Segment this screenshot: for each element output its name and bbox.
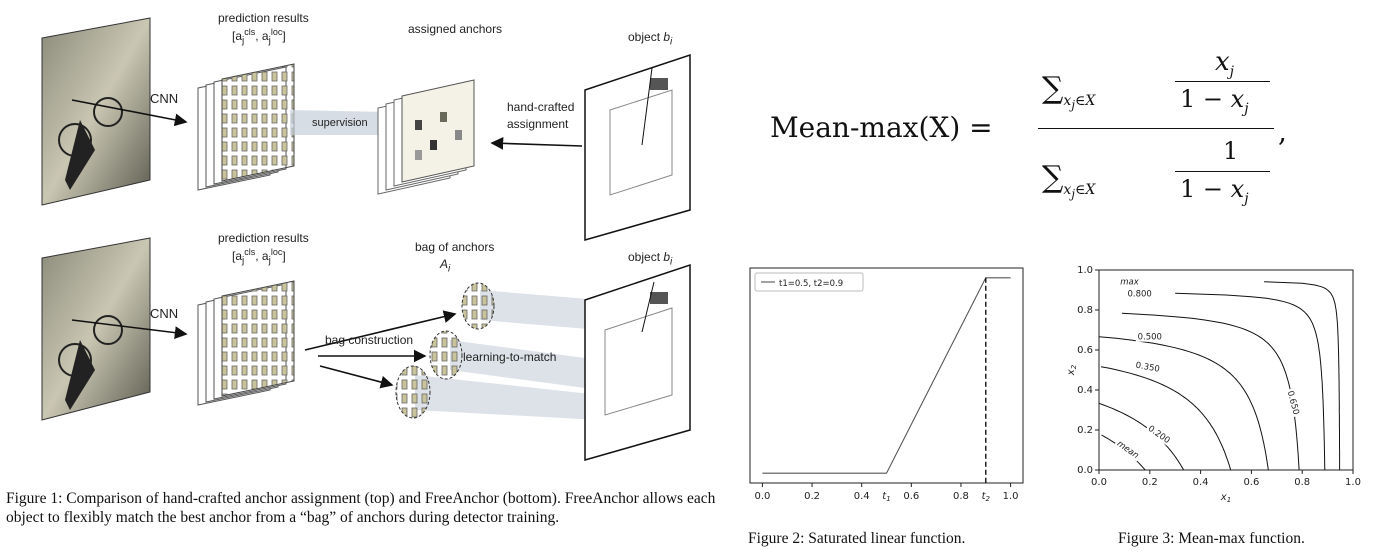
x-tick-label: 0.4 xyxy=(854,491,870,502)
bag-projection-1 xyxy=(480,290,600,330)
formula-den-frac-bottom: 1 − xj xyxy=(1180,175,1249,207)
y-axis-label: x2 xyxy=(1066,364,1078,376)
x-tick-label: 1.0 xyxy=(1345,477,1361,488)
contour-line xyxy=(1264,281,1341,470)
contour-label-bg xyxy=(1145,422,1174,447)
figure-2-caption: Figure 2: Saturated linear function. xyxy=(748,530,966,547)
contour-label: 0.200 xyxy=(1146,424,1172,446)
anchor-bags xyxy=(395,282,495,419)
x-axis-label: x1 xyxy=(1220,492,1231,503)
top-input-image xyxy=(41,17,151,206)
supervision-band xyxy=(290,110,385,135)
bag-arrow-1 xyxy=(304,310,457,351)
contour-label-bg xyxy=(1113,437,1143,462)
contour-label: 0.650 xyxy=(1285,390,1301,416)
legend-box xyxy=(754,272,864,292)
x-tick-label: 0.8 xyxy=(1294,477,1310,488)
t1-tick-label: t1 xyxy=(882,491,890,503)
formula-lhs: Mean-max(X) = xyxy=(770,111,993,144)
figure-3-caption: Figure 3: Mean-max function. xyxy=(1118,530,1305,547)
saturated-linear-chart: 0.00.20.40.60.81.0t1t2xt1=0.5, t2=0.9 xyxy=(749,267,1024,503)
formula-fraction-bar xyxy=(1038,128,1274,129)
x-tick-label: 0.0 xyxy=(754,491,770,502)
supervision-label: supervision xyxy=(312,117,368,129)
contour-label-bg xyxy=(1285,387,1303,418)
figure-1-diagram xyxy=(41,17,691,461)
contour-label: 0.500 xyxy=(1138,333,1162,343)
top-cnn-label: CNN xyxy=(150,91,179,106)
y-tick-label: 0.4 xyxy=(1077,385,1093,396)
contour-line xyxy=(1100,366,1232,471)
handcrafted-label-line2: assignment xyxy=(507,117,569,131)
bottom-input-image xyxy=(41,237,151,421)
contour-label: max xyxy=(1120,278,1139,288)
handcrafted-label-line1: hand-crafted xyxy=(507,100,575,114)
formula-num-sum: ∑xj∈X xyxy=(1042,71,1096,112)
legend-label: t1=0.5, t2=0.9 xyxy=(779,279,843,289)
contour-label-bg xyxy=(1125,288,1154,299)
bag-symbol-label: Ai xyxy=(440,257,451,275)
bottom-cnn-arrow xyxy=(71,319,188,339)
formula-trailing-comma: , xyxy=(1278,115,1287,148)
formula-den-sum: ∑xj∈X xyxy=(1042,160,1096,201)
top-assignment-arrow xyxy=(490,136,583,150)
y-tick-label: 0.2 xyxy=(1077,425,1093,436)
plot-frame xyxy=(749,267,1024,484)
top-prediction-title: prediction results xyxy=(218,11,309,25)
contour-label-bg xyxy=(1133,359,1163,375)
figure-1-caption: Figure 1: Comparison of hand-crafted anc… xyxy=(6,490,716,526)
formula-num-frac-bottom: 1 − xj xyxy=(1180,85,1249,117)
contour-label-bg xyxy=(1115,276,1144,287)
x-tick-label: 0.6 xyxy=(903,491,919,502)
mean-max-contour-chart: 0.0 0.2 0.4 0.6 0.8 1.0 0.0 0.2 0.4 0.6 0.8 1.0 x1 x2… xyxy=(1066,265,1361,503)
bag-of-anchors-label: bag of anchors xyxy=(415,240,495,254)
bag-construction-label: bag construction xyxy=(325,333,414,347)
y-tick-label: 0.8 xyxy=(1077,305,1093,316)
top-object-label: object bi xyxy=(628,30,673,48)
contour-label: 0.800 xyxy=(1127,289,1151,299)
plot-frame xyxy=(1098,269,1354,471)
bag-projection-3 xyxy=(415,375,600,420)
contour-label-bg xyxy=(1135,331,1164,342)
top-cnn-arrow xyxy=(71,99,188,127)
contour-line xyxy=(1098,336,1269,471)
assigned-anchor-maps xyxy=(377,79,475,195)
x-tick-label: 0.2 xyxy=(804,491,820,502)
learning-to-match-label: learning-to-match xyxy=(463,350,557,364)
bottom-prediction-maps xyxy=(197,280,295,406)
y-tick-label: 0.6 xyxy=(1077,345,1093,356)
contour-line xyxy=(1175,292,1326,470)
assigned-anchors-label: assigned anchors xyxy=(408,22,503,36)
bottom-cnn-label: CNN xyxy=(150,306,179,321)
series-line xyxy=(762,277,1011,474)
figure-3: 0.0 0.2 0.4 0.6 0.8 1.0 0.0 0.2 0.4 0.6 0.8 1.0 x1 x2… xyxy=(1062,258,1400,556)
contour-label: mean xyxy=(1115,439,1140,461)
t2-tick-label: t2 xyxy=(982,491,991,503)
y-tick-label: 1.0 xyxy=(1077,265,1093,276)
x-tick-label: 0.0 xyxy=(1091,477,1107,488)
top-prediction-sub: [ajcls, ajloc] xyxy=(232,27,286,47)
bottom-object-label: object bi xyxy=(628,250,673,268)
bottom-prediction-sub: [ajcls, ajloc] xyxy=(232,247,286,267)
formula-num-frac-top: xj xyxy=(1215,47,1235,81)
top-prediction-maps xyxy=(197,63,295,191)
formula-den-frac-top: 1 xyxy=(1223,137,1239,165)
x-tick-label: 0.2 xyxy=(1142,477,1158,488)
bottom-prediction-title: prediction results xyxy=(218,231,309,245)
x-tick-label: 0.8 xyxy=(953,491,969,502)
mean-max-formula: Mean-max(X) = ∑xj∈X xj 1 − xj ∑xj∈X 1 1 … xyxy=(770,45,1330,225)
x-tick-label: 1.0 xyxy=(1003,491,1019,502)
top-object-image xyxy=(584,53,691,241)
figure-2: 0.00.20.40.60.81.0t1t2xt1=0.5, t2=0.9 Fi… xyxy=(745,258,1045,556)
y-tick-label: 0.0 xyxy=(1077,465,1093,476)
bottom-object-image xyxy=(584,263,691,461)
bag-arrow-3 xyxy=(319,365,394,389)
contour-label: 0.350 xyxy=(1135,361,1161,375)
bag-projection-2 xyxy=(450,340,600,390)
x-tick-label: 0.4 xyxy=(1193,477,1209,488)
figure-1: CNN prediction results [ajcls, ajloc] as… xyxy=(6,11,716,526)
x-tick-label: 0.6 xyxy=(1243,477,1259,488)
